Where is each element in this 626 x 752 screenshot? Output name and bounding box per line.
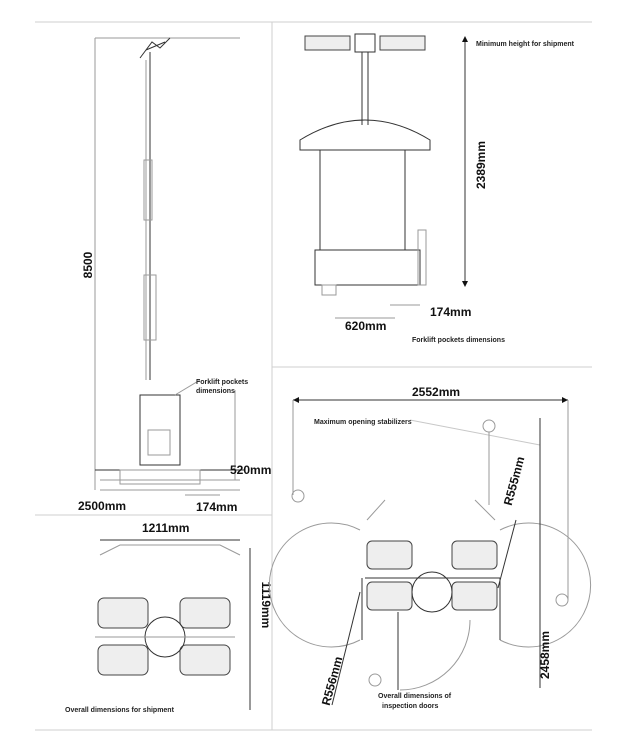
shipment-forklift-note: Forklift pockets dimensions — [412, 337, 505, 344]
min-height-note: Minimum height for shipment — [476, 41, 575, 48]
pocket-height-label: 520mm — [230, 463, 271, 477]
pocket-spacing-label: 620mm — [345, 319, 386, 333]
base-width-label: 2500mm — [78, 499, 126, 513]
radius-right-label: R555mm — [501, 455, 527, 507]
stabilizers-top-view: 2552mm Maximum opening stabilizers R555m… — [268, 385, 592, 710]
tower-side-view: 8500 Forklift pockets dimensions 520mm 2… — [78, 37, 271, 514]
shipment-depth-label: 1119mm — [259, 582, 273, 629]
doors-note-line2: inspection doors — [382, 703, 439, 710]
stabilizer-depth-label: 2458mm — [538, 631, 552, 679]
shipment-note: Overall dimensions for shipment — [65, 707, 175, 714]
panel-dividers — [35, 21, 592, 731]
tower-height-label: 8500 — [81, 251, 95, 278]
shipment-height-label: 2389mm — [474, 141, 488, 189]
shipment-width-label: 1211mm — [142, 521, 189, 535]
stabilizer-note: Maximum opening stabilizers — [314, 419, 412, 426]
forklift-note-line1: Forklift pockets — [196, 379, 248, 386]
radius-left-label: R556mm — [319, 655, 345, 707]
shipment-top-view: 1211mm 1119mm Overall dimensions for shi… — [65, 521, 273, 714]
stabilizer-width-label: 2552mm — [412, 385, 460, 399]
shipment-side-view: Minimum height for shipment 2389mm 174mm… — [299, 33, 575, 344]
doors-note-line1: Overall dimensions of — [378, 693, 452, 700]
shipment-pocket-width-label: 174mm — [430, 305, 471, 319]
forklift-note-line2: dimensions — [196, 388, 235, 395]
pocket-width-label: 174mm — [196, 500, 237, 514]
